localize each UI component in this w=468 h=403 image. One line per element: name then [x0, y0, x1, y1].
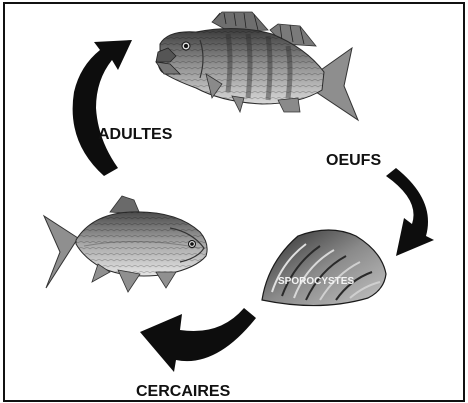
stage-label-sporocysts: SPOROCYSTES — [278, 276, 354, 287]
stage-label-adults: ADULTES — [98, 126, 173, 143]
stage-label-eggs: OEUFS — [326, 152, 381, 169]
stage-label-cercariae: CERCAIRES — [136, 383, 231, 400]
